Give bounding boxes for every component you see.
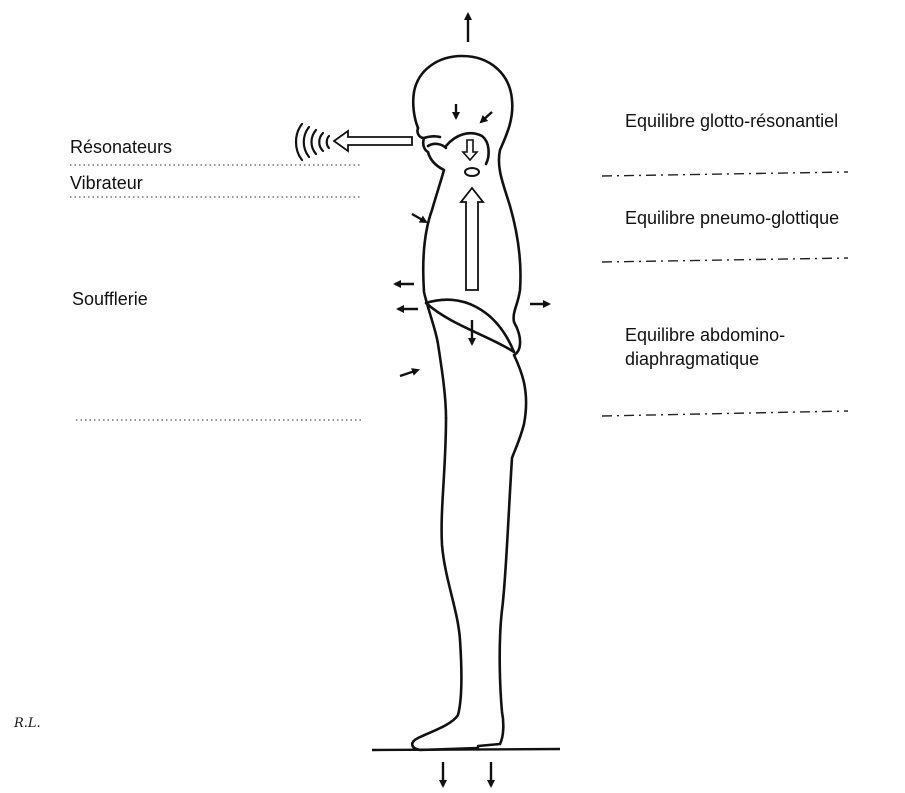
- arrow-nasal-down: [481, 112, 492, 122]
- separator-glotto: [602, 172, 848, 176]
- separator-pneumo: [602, 258, 848, 262]
- mouth-down-arrow: [463, 140, 477, 160]
- separator-abdomino: [602, 411, 848, 416]
- air-column-arrow: [461, 188, 483, 290]
- left-separators: [70, 165, 362, 420]
- sound-out-arrow: [334, 131, 412, 151]
- right-separators: [602, 172, 848, 416]
- sound-waves-icon: [296, 124, 329, 160]
- vocal-cord-ellipse: [465, 168, 479, 176]
- arrow-abdomen-in: [400, 370, 418, 376]
- ground-line: [372, 749, 560, 750]
- arrow-chest-in: [412, 214, 426, 222]
